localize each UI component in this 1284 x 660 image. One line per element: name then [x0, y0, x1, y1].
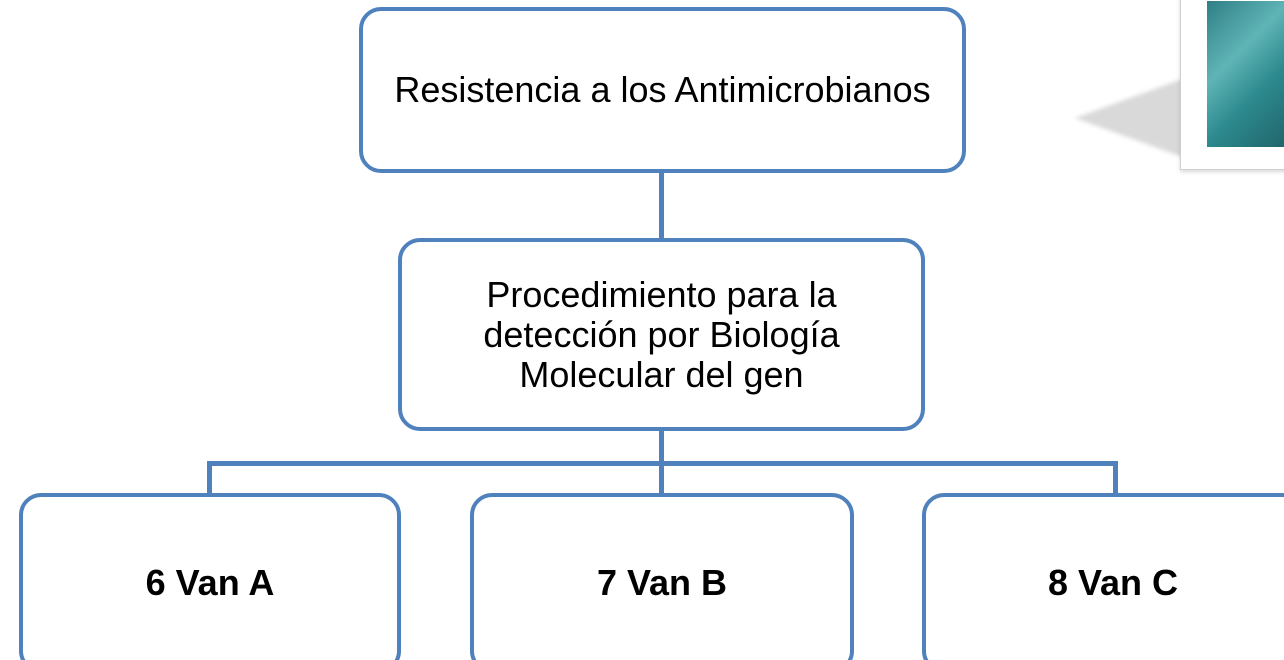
- node-van-a: 6 Van A: [19, 493, 401, 660]
- node-van-c: 8 Van C: [922, 493, 1284, 660]
- connector-procedure-to-bus: [659, 431, 664, 463]
- node-label: Resistencia a los Antimicrobianos: [394, 69, 931, 110]
- node-label: 8 Van C: [1047, 562, 1179, 603]
- node-procedimiento-deteccion: Procedimiento para la detección por Biol…: [398, 238, 925, 431]
- node-label: 7 Van B: [596, 562, 728, 603]
- node-resistencia-antimicrobianos: Resistencia a los Antimicrobianos: [359, 7, 966, 173]
- connector-bus-to-van-c: [1113, 461, 1118, 493]
- photo-fill: [1207, 1, 1284, 147]
- connector-root-to-procedure: [659, 173, 664, 238]
- teal-photo-thumbnail: [1180, 0, 1284, 170]
- node-label: Procedimiento para la detección por Biol…: [483, 273, 840, 395]
- connector-bus-to-van-b: [659, 461, 664, 493]
- node-van-b: 7 Van B: [470, 493, 854, 660]
- connector-bus-to-van-a: [207, 461, 212, 493]
- image-shadow: [1075, 78, 1185, 158]
- node-label: 6 Van A: [145, 562, 275, 603]
